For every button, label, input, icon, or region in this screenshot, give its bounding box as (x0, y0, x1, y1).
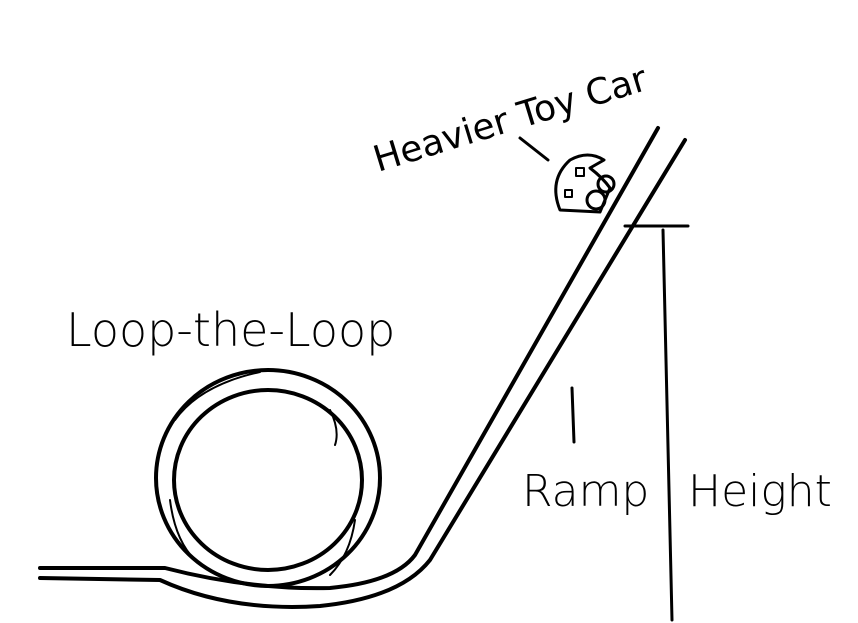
ramp-label: Ramp (522, 466, 649, 517)
height-label: Height (688, 466, 832, 517)
toy-car-icon (554, 153, 616, 214)
loop-sketch-marks (169, 371, 356, 576)
loop-label: Loop-the-Loop (66, 303, 395, 357)
ramp-label-leader (570, 386, 576, 444)
car-label: Heavier Toy Car (369, 58, 652, 180)
track-upper-rail (38, 126, 660, 591)
loop-outer (154, 368, 382, 588)
loop-inner (172, 388, 364, 572)
car-label-leader (518, 136, 550, 162)
height-dimension-line (661, 228, 674, 622)
track-lower-rail (38, 138, 687, 609)
